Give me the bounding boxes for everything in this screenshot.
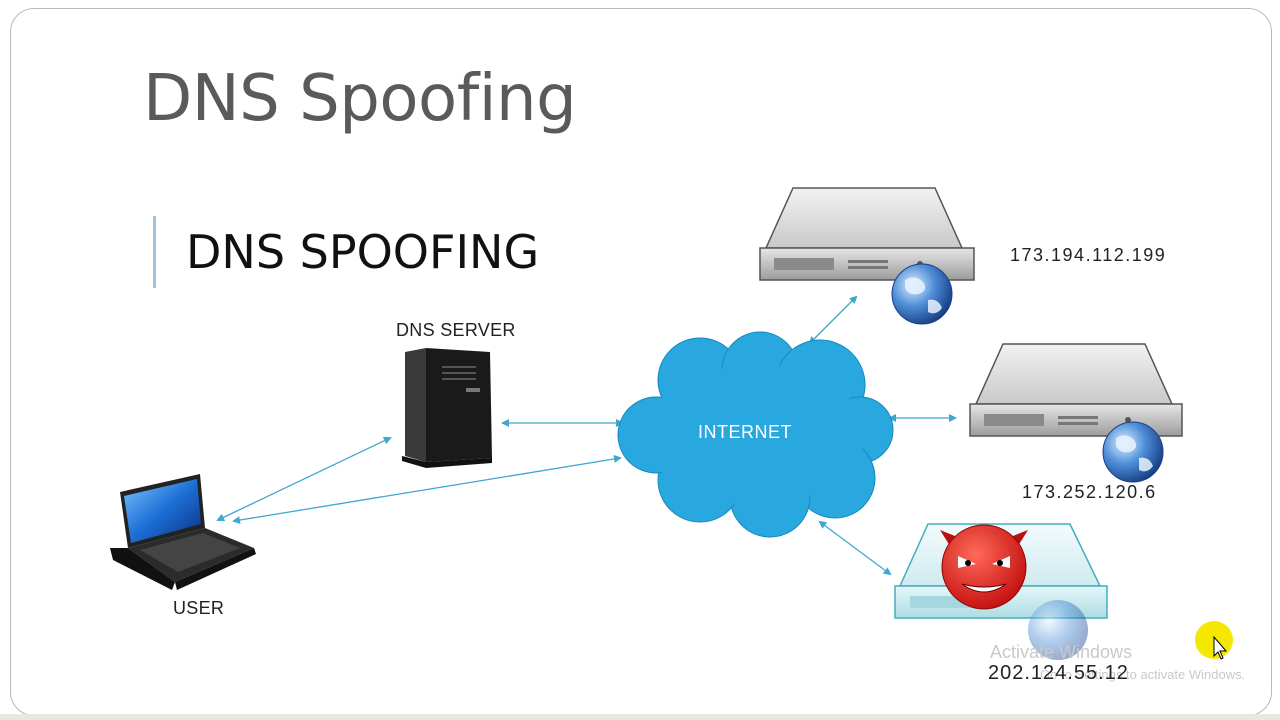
globe-icon [891, 263, 953, 325]
user-label: USER [173, 598, 225, 618]
rack-server-icon [969, 343, 1183, 437]
server1-ip-label: 173.194.112.199 [1010, 245, 1167, 265]
connection-arrows [216, 295, 957, 576]
activation-watermark-title: Activate Windows [990, 642, 1133, 662]
globe-icon [1028, 600, 1088, 660]
dns-server-label: DNS SERVER [396, 320, 516, 340]
arrow-internet-server1 [808, 295, 858, 345]
rack-server-icon [759, 187, 975, 281]
tower-server-icon [402, 348, 492, 468]
arrow-user-dns [216, 436, 392, 522]
slide-title: DNS Spoofing [143, 62, 577, 136]
cursor-icon [1195, 621, 1233, 660]
devil-icon [940, 524, 1028, 610]
arrow-internet-malicious [818, 520, 892, 576]
bottom-strip [0, 714, 1280, 720]
activation-watermark-subtitle: Go to Settings to activate Windows. [1040, 667, 1246, 682]
slide-subtitle: DNS SPOOFING [186, 225, 540, 279]
malicious-ip-label: 202.124.55.12 [988, 662, 1129, 684]
laptop-icon [110, 474, 256, 590]
subtitle-accent-bar [153, 216, 156, 288]
server2-ip-label: 173.252.120.6 [1022, 482, 1157, 502]
globe-icon [1102, 421, 1164, 483]
cloud-icon [617, 331, 894, 538]
internet-label: INTERNET [698, 422, 792, 442]
arrow-user-internet [232, 455, 622, 524]
